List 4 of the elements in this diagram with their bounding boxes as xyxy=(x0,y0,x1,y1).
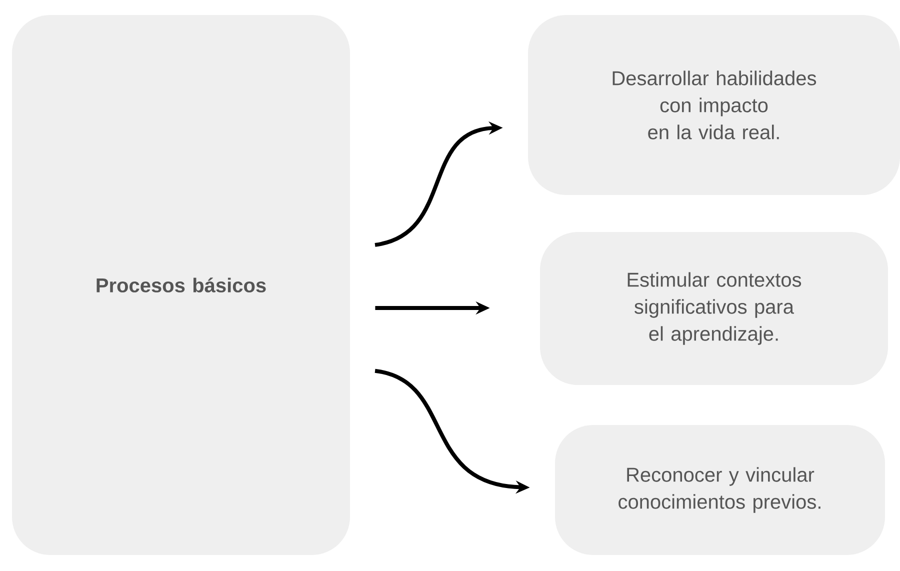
text-box: Desarrollar habilidades con impacto en la vida real. xyxy=(528,15,900,195)
text-box: Procesos básicos xyxy=(12,15,350,555)
text-box: Reconocer y vincular conocimientos previos. xyxy=(555,425,885,555)
text-box: Estimular contextos significativos para el aprendizaje. xyxy=(540,232,888,385)
